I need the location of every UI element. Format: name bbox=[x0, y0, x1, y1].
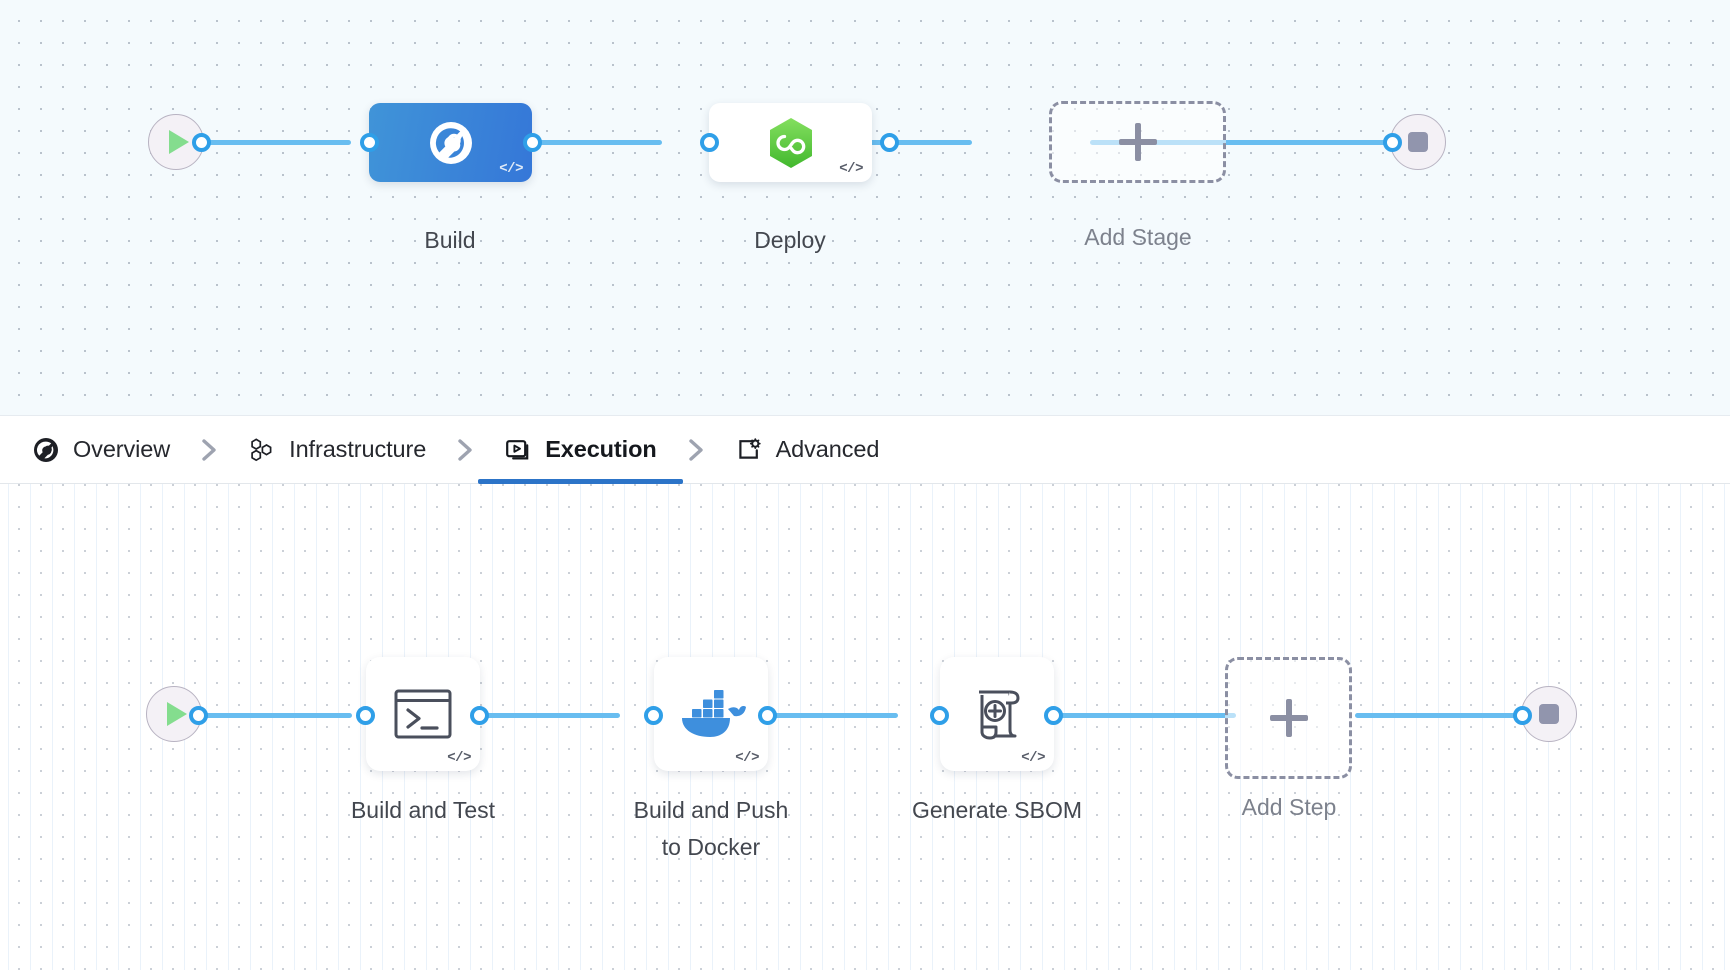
add-stage-button[interactable] bbox=[1049, 101, 1226, 183]
port-step1-in[interactable] bbox=[356, 706, 375, 725]
play-icon bbox=[166, 702, 187, 726]
stage-label-deploy: Deploy bbox=[754, 227, 826, 253]
terminal-icon bbox=[394, 689, 452, 739]
port-build-out[interactable] bbox=[523, 133, 542, 152]
port-end-in[interactable] bbox=[1383, 133, 1402, 152]
port-deploy-out[interactable] bbox=[880, 133, 899, 152]
step-node-generate-sbom[interactable]: </> bbox=[940, 657, 1054, 771]
plus-icon bbox=[1118, 123, 1157, 161]
port-deploy-in[interactable] bbox=[700, 133, 719, 152]
execution-end-node[interactable] bbox=[1521, 686, 1577, 742]
stop-icon bbox=[1408, 132, 1428, 152]
add-step-button[interactable] bbox=[1225, 657, 1352, 779]
ci-build-icon bbox=[429, 121, 472, 164]
code-badge-icon: </> bbox=[735, 750, 759, 766]
tab-separator bbox=[430, 435, 500, 465]
overview-icon bbox=[34, 437, 58, 462]
stage-node-build[interactable]: </> bbox=[369, 103, 532, 182]
execution-steps-canvas[interactable]: </> Build and Test </> Bu bbox=[0, 484, 1730, 970]
step-node-build-and-test[interactable]: </> bbox=[366, 657, 480, 771]
tab-separator bbox=[174, 435, 244, 465]
step-label-generate-sbom: Generate SBOM bbox=[911, 797, 1083, 823]
tab-infrastructure[interactable]: Infrastructure bbox=[244, 416, 430, 484]
infrastructure-icon bbox=[251, 437, 272, 461]
stage-node-deploy[interactable]: </> bbox=[709, 103, 872, 182]
port-exec-end-in[interactable] bbox=[1513, 706, 1532, 725]
port-step3-in[interactable] bbox=[930, 706, 949, 725]
code-badge-icon: </> bbox=[447, 750, 471, 766]
edge-start-to-step1 bbox=[192, 713, 352, 718]
tab-label: Advanced bbox=[775, 436, 880, 462]
chevron-right-icon bbox=[202, 438, 216, 461]
code-badge-icon: </> bbox=[499, 161, 523, 177]
edge-start-to-build bbox=[196, 140, 351, 145]
add-stage-label: Add Stage bbox=[1084, 224, 1192, 250]
stage-graph-canvas[interactable]: </> Build </> Deploy bbox=[0, 0, 1730, 416]
step-node-build-and-push-to-docker[interactable]: </> bbox=[654, 657, 768, 771]
port-build-in[interactable] bbox=[360, 133, 379, 152]
tab-label: Overview bbox=[73, 436, 171, 462]
edge-addstage-to-end bbox=[1090, 140, 1390, 145]
sbom-scroll-icon bbox=[979, 690, 1020, 740]
chevron-right-icon bbox=[688, 438, 703, 461]
port-step2-in[interactable] bbox=[644, 706, 663, 725]
cd-deploy-icon bbox=[769, 117, 812, 168]
port-exec-start-out[interactable] bbox=[189, 706, 208, 725]
tab-label: Execution bbox=[545, 436, 657, 462]
port-step1-out[interactable] bbox=[470, 706, 489, 725]
add-step-label: Add Step bbox=[1241, 794, 1337, 820]
port-step2-out[interactable] bbox=[758, 706, 777, 725]
port-step3-out[interactable] bbox=[1044, 706, 1063, 725]
edge-addstep-to-end bbox=[1355, 713, 1530, 718]
step-label-build-and-test: Build and Test bbox=[350, 797, 496, 823]
execution-icon bbox=[506, 439, 529, 459]
advanced-icon bbox=[738, 437, 761, 459]
docker-icon bbox=[682, 690, 746, 737]
stop-icon bbox=[1539, 704, 1559, 724]
chevron-right-icon bbox=[458, 438, 472, 461]
edge-build-to-deploy bbox=[502, 140, 662, 145]
tab-overview[interactable]: Overview bbox=[28, 416, 174, 484]
edge-step1-to-step2 bbox=[460, 713, 620, 718]
stage-label-build: Build bbox=[424, 227, 476, 253]
tab-execution[interactable]: Execution bbox=[478, 416, 684, 484]
port-start-out[interactable] bbox=[192, 133, 211, 152]
edge-step2-to-step3 bbox=[738, 713, 898, 718]
tab-advanced[interactable]: Advanced bbox=[731, 416, 884, 484]
tab-label: Infrastructure bbox=[289, 436, 427, 462]
code-badge-icon: </> bbox=[839, 161, 863, 177]
plus-icon bbox=[1269, 699, 1308, 737]
stage-config-tabs: Overview Infrastructure bbox=[0, 416, 1730, 484]
step-label-build-and-push-to-docker: Build and Push to Docker bbox=[633, 797, 789, 861]
play-icon bbox=[168, 130, 189, 154]
edge-step3-to-addstep bbox=[1000, 713, 1236, 718]
code-badge-icon: </> bbox=[1021, 750, 1045, 766]
tab-separator bbox=[661, 435, 731, 465]
